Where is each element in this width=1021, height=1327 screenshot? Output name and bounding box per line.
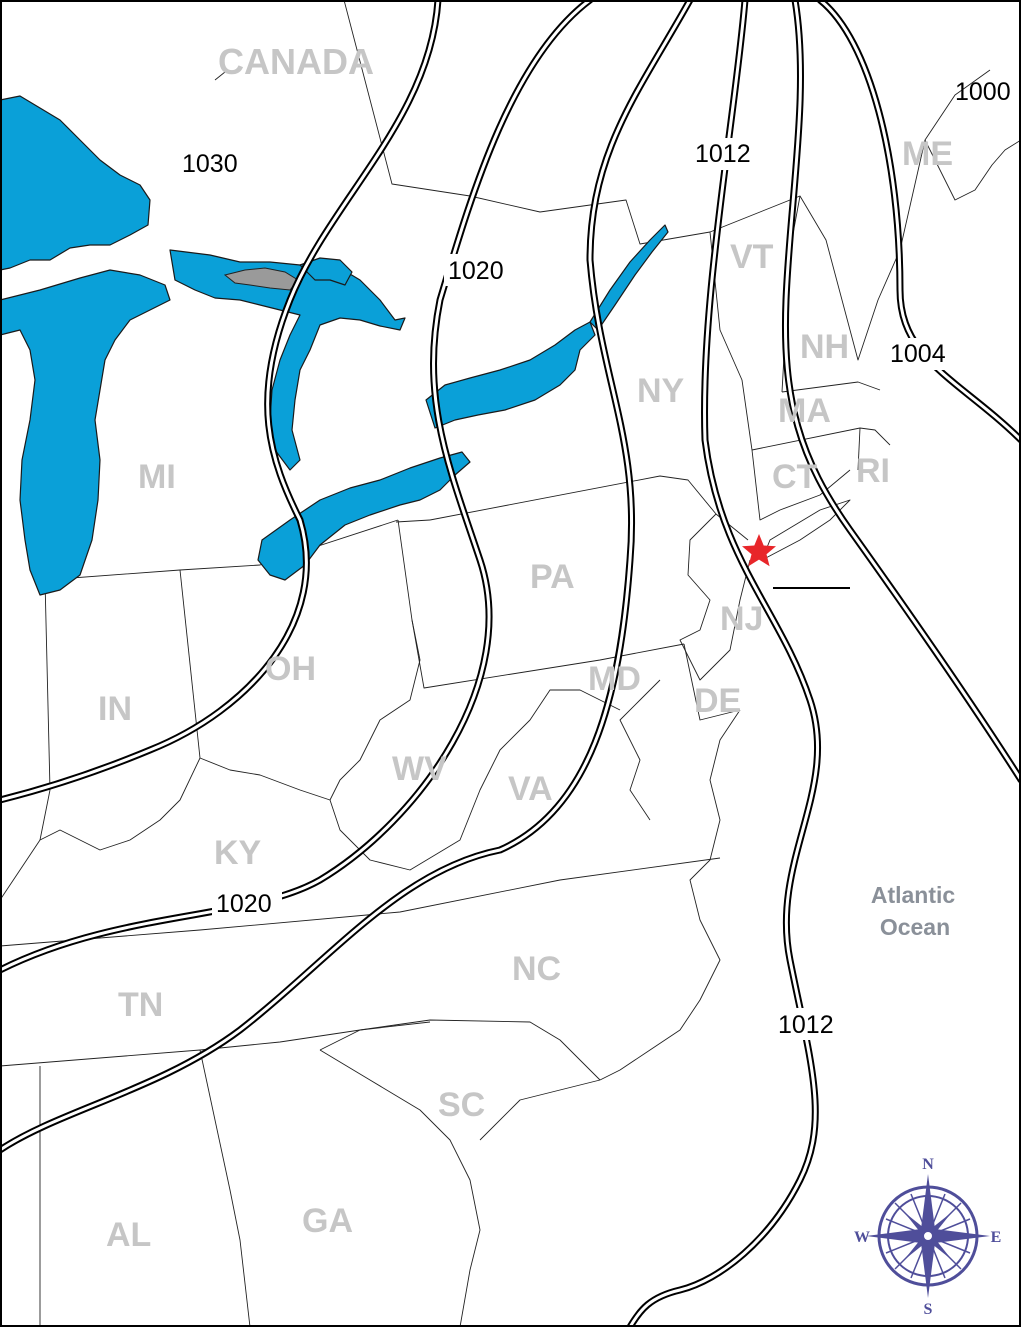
lake-michigan bbox=[0, 269, 171, 596]
compass-w: W bbox=[854, 1229, 870, 1246]
state-label-nh: NH bbox=[800, 328, 849, 366]
region-labels: CANADA MI OH IN KY WV VA PA NY VT NH ME … bbox=[98, 41, 953, 1254]
st-lawrence-river bbox=[589, 224, 669, 331]
isobar-label-1000: 1000 bbox=[955, 78, 1011, 106]
isobar-1004 bbox=[816, 0, 1021, 444]
lake-ontario bbox=[425, 321, 596, 429]
isobar-label-1020-north: 1020 bbox=[448, 257, 504, 285]
compass-s: S bbox=[924, 1301, 933, 1318]
state-label-mi: MI bbox=[138, 458, 176, 496]
red-star-icon bbox=[742, 534, 776, 567]
state-label-me: ME bbox=[902, 135, 953, 173]
state-label-ny: NY bbox=[637, 372, 685, 410]
state-label-ct: CT bbox=[772, 458, 818, 496]
compass-e: E bbox=[991, 1229, 1002, 1246]
state-label-sc: SC bbox=[438, 1086, 485, 1124]
state-label-va: VA bbox=[508, 770, 553, 808]
state-label-wv: WV bbox=[392, 750, 447, 788]
state-label-nj: NJ bbox=[720, 600, 763, 638]
isobar-labels: 1030 1020 1020 1012 1012 1004 1000 bbox=[182, 78, 1011, 1040]
state-label-ma: MA bbox=[778, 392, 831, 430]
state-label-vt: VT bbox=[730, 238, 774, 276]
isobar-1012 bbox=[626, 0, 822, 1327]
label-bg bbox=[887, 338, 957, 370]
state-label-ri: RI bbox=[856, 452, 890, 490]
lake-superior bbox=[0, 95, 151, 271]
label-bg bbox=[212, 887, 282, 919]
state-label-md: MD bbox=[588, 660, 641, 698]
state-label-oh: OH bbox=[265, 650, 316, 688]
isobar-label-1020-south: 1020 bbox=[216, 890, 272, 918]
state-label-ky: KY bbox=[214, 834, 262, 872]
state-label-de: DE bbox=[694, 682, 741, 720]
location-marker bbox=[742, 534, 850, 589]
state-label-nc: NC bbox=[512, 950, 561, 988]
ocean-label-line1: Atlantic bbox=[871, 882, 956, 908]
ocean-label-line2: Ocean bbox=[880, 914, 950, 940]
country-label-canada: CANADA bbox=[218, 41, 374, 82]
compass-rose-icon: N S E W bbox=[854, 1156, 1001, 1318]
state-label-tn: TN bbox=[118, 986, 163, 1024]
isobar-label-1004: 1004 bbox=[890, 340, 946, 368]
isobar-label-1030: 1030 bbox=[182, 150, 238, 178]
label-bg bbox=[775, 1008, 845, 1040]
georgian-bay bbox=[299, 257, 353, 286]
state-label-in: IN bbox=[98, 690, 132, 728]
ocean-label: Atlantic Ocean bbox=[871, 882, 956, 940]
great-lakes bbox=[0, 95, 669, 596]
isobar-label-1012-north: 1012 bbox=[695, 140, 751, 168]
state-label-pa: PA bbox=[530, 558, 575, 596]
isobar-1016 bbox=[0, 0, 694, 1154]
lake-erie bbox=[257, 451, 471, 581]
state-label-al: AL bbox=[106, 1216, 151, 1254]
compass-n: N bbox=[922, 1156, 934, 1173]
isobar-1020-inner bbox=[0, 0, 442, 804]
label-bg bbox=[444, 254, 514, 286]
isobar-1008 bbox=[782, 0, 1021, 784]
label-bg bbox=[692, 138, 762, 170]
state-label-ga: GA bbox=[302, 1202, 353, 1240]
isobar-label-1012-south: 1012 bbox=[778, 1011, 834, 1039]
